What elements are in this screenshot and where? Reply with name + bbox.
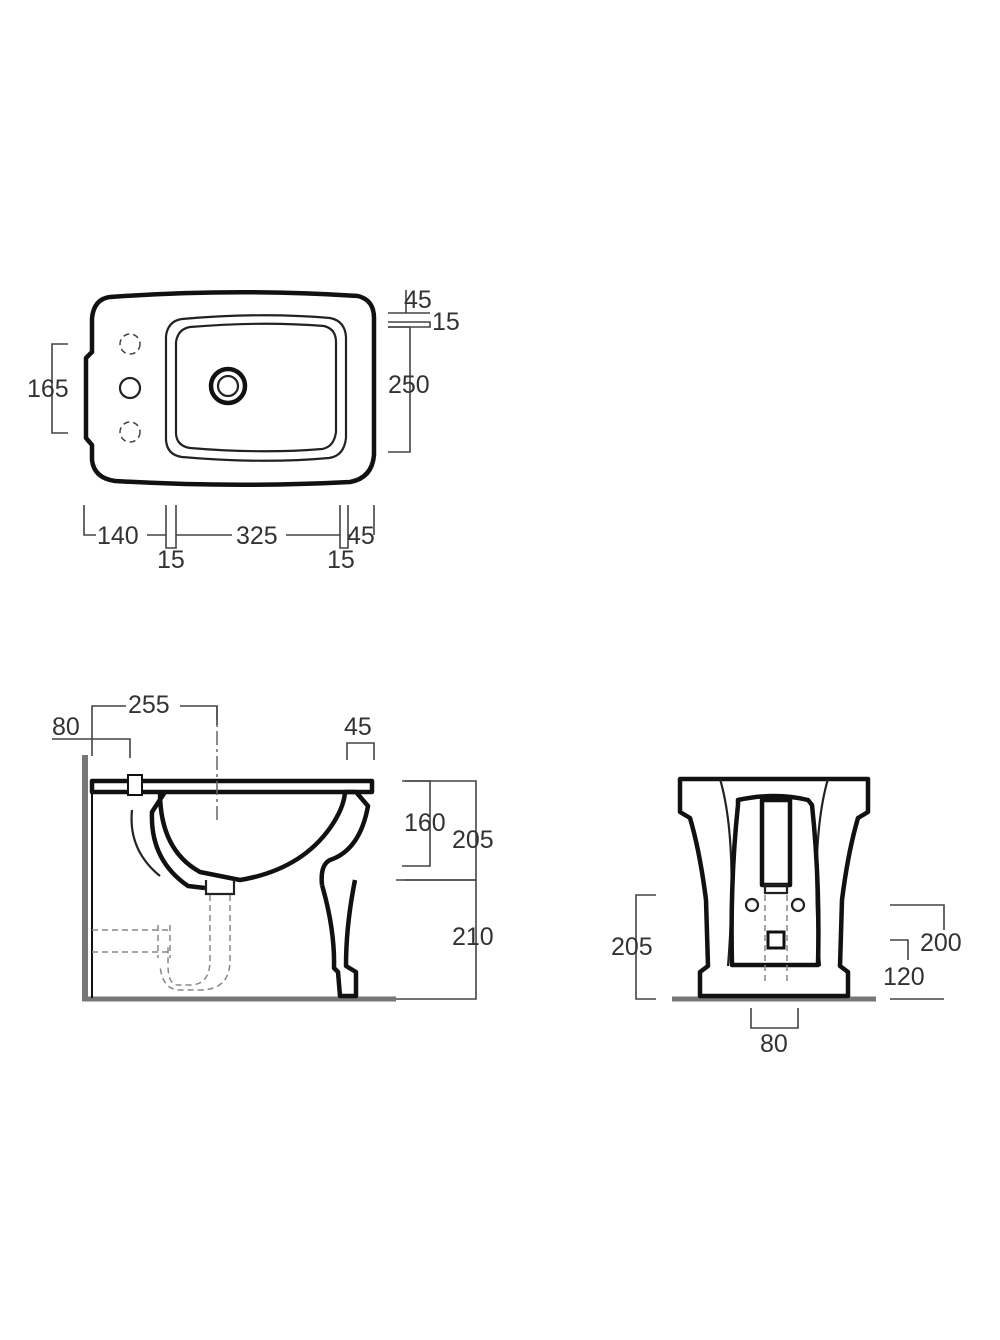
dim-205-rear: 205 <box>611 933 653 961</box>
tap-block <box>127 774 143 796</box>
side-view: 255 80 45 160 205 210 <box>52 691 494 1002</box>
dim-15-left-slot <box>165 535 177 549</box>
dim-120-bracket <box>890 939 909 960</box>
rear-view: 205 200 120 80 <box>611 776 962 1058</box>
side-view-bowl-outer <box>149 789 371 891</box>
dim-165-bracket <box>51 343 68 434</box>
dim-45-side-line <box>346 742 375 760</box>
dim-15-left: 15 <box>157 546 185 574</box>
dim-80-rear-bracket <box>750 1008 799 1029</box>
tap-hole-bottom-hidden <box>119 421 141 443</box>
side-view-pedestal <box>319 879 359 999</box>
dim-15-right-slot <box>339 535 349 549</box>
dim-325: 325 <box>236 522 278 550</box>
top-view-basin-outer <box>164 314 348 462</box>
side-view-outlet <box>204 880 236 896</box>
dim-15-top: 15 <box>432 308 460 336</box>
side-view-bowl <box>157 791 348 883</box>
dim-45-side: 45 <box>344 713 372 741</box>
water-inlet-right <box>790 897 806 913</box>
rear-view-back-panel <box>729 793 821 968</box>
water-inlet-left <box>744 897 760 913</box>
tap-hole-center <box>118 376 142 400</box>
rear-view-outlet <box>766 930 786 950</box>
dim-80: 80 <box>52 713 80 741</box>
dim-250: 250 <box>388 371 430 399</box>
rear-view-inlet-tab <box>763 883 789 895</box>
dim-45-top: 45 <box>404 286 432 314</box>
rear-view-inlet-block <box>759 797 793 888</box>
rear-view-hidden-pipe <box>764 895 788 985</box>
side-view-front-shell <box>130 809 161 877</box>
dim-165: 165 <box>27 375 69 403</box>
dim-255: 255 <box>128 691 170 719</box>
dim-15-right: 15 <box>327 546 355 574</box>
side-view-rim <box>89 778 375 795</box>
dim-200-bracket <box>890 904 945 1000</box>
dim-120: 120 <box>883 963 925 991</box>
dim-200: 200 <box>920 929 962 957</box>
top-view-basin-inner <box>174 322 338 453</box>
dim-80-line <box>52 738 131 758</box>
rear-view-top <box>677 776 871 999</box>
drain-inner-ring <box>216 374 240 398</box>
dim-250-bracket <box>388 326 411 453</box>
top-view-outline <box>83 290 377 488</box>
dim-210-bracket <box>396 879 477 1000</box>
drain-outer-ring <box>208 366 248 406</box>
hidden-trap <box>159 895 231 991</box>
dim-45-bottom: 45 <box>347 522 375 550</box>
dim-80-rear: 80 <box>760 1030 788 1058</box>
dim-160: 160 <box>404 809 446 837</box>
dim-205-side: 205 <box>452 826 494 854</box>
dim-140: 140 <box>97 522 139 550</box>
top-view: 165 45 15 250 140 325 45 15 15 <box>27 286 460 574</box>
tap-hole-top-hidden <box>119 333 141 355</box>
hidden-trap-pipe <box>92 925 171 958</box>
dim-205-rear-bracket <box>635 894 656 1000</box>
dim-210: 210 <box>452 923 494 951</box>
